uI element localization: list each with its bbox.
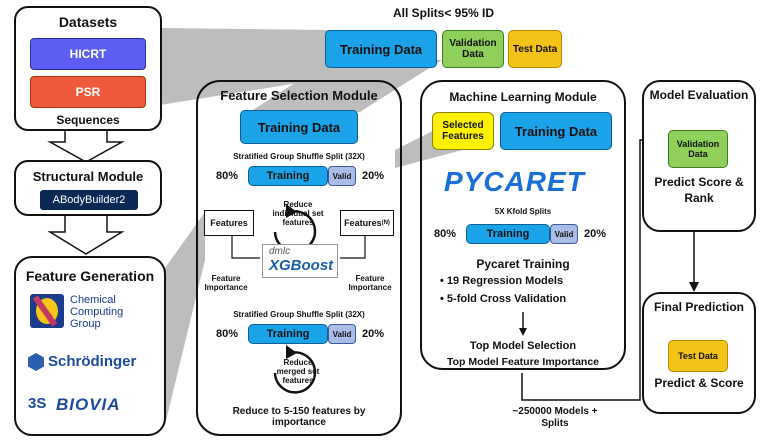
biovia-name: BIOVIA — [56, 395, 121, 414]
fs-left-line — [231, 233, 260, 259]
ml-training-data: Training Data — [500, 112, 612, 150]
split-test-data: Test Data — [508, 30, 562, 68]
fs-valid-bar: Valid — [328, 166, 356, 186]
eval-title: Model Evaluation — [649, 88, 749, 102]
datasets-down-arrow — [47, 127, 125, 163]
ccg-logo-icon — [30, 294, 64, 328]
fs-reduce-individual: Reduce individual set features — [272, 200, 324, 227]
final-text: Predict & Score — [654, 376, 744, 390]
datasets-panel: Datasets HICRT PSR Sequences — [14, 6, 162, 131]
fs-importance-left: Feature Importance — [204, 274, 248, 292]
ml-bullet-2-text: 5-fold Cross Validation — [446, 293, 567, 305]
ml-pycaret-training: Pycaret Training — [476, 257, 570, 271]
fs-features-n-sub: (N) — [381, 220, 390, 226]
splits-header: All Splits< 95% ID — [393, 6, 495, 20]
fs-training-data: Training Data — [240, 110, 358, 144]
split-validation-data: Validation Data — [442, 30, 504, 68]
dataset-psr: PSR — [30, 76, 146, 108]
circular-arrowhead-2 — [286, 345, 297, 359]
fs-importance-right: Feature Importance — [348, 274, 392, 292]
split-training-data: Training Data — [325, 30, 437, 68]
datasets-title: Datasets — [58, 14, 118, 30]
fs-features-box: Features — [204, 210, 254, 236]
ml-panel: Machine Learning Module Selected Feature… — [420, 80, 626, 370]
ml-training-bar: Training — [466, 224, 550, 244]
ml-bullet-1-text: 19 Regression Models — [446, 275, 564, 287]
structural-title: Structural Module — [32, 169, 144, 184]
circular-arrowhead-1 — [286, 204, 297, 218]
pycaret-logo-icon: PYCARET — [444, 166, 585, 197]
dataset-hicrt: HICRT — [30, 38, 146, 70]
featuregen-wedge — [165, 212, 205, 425]
ml-down-arrowhead — [519, 328, 527, 336]
ml-pct-train: 80% — [434, 228, 457, 240]
datasets-footer: Sequences — [56, 113, 120, 127]
ccg-line1: Chemical — [70, 294, 116, 306]
schrodinger-logo-icon — [28, 353, 44, 371]
fs-reduce-merged: Reduce merged set features — [276, 358, 320, 385]
training-wedge — [250, 60, 442, 112]
ml-bullet-1: • 19 Regression Models — [440, 275, 564, 287]
ml-models-count: ~250000 Models + Splits — [512, 406, 598, 429]
fs-footer: Reduce to 5-150 features by importance — [232, 406, 366, 428]
structural-down-arrow — [47, 212, 125, 255]
xgb-big: XGBoost — [269, 257, 334, 274]
abodybuilder-badge: ABodyBuilder2 — [40, 190, 138, 210]
xgb-small: dmlc — [269, 246, 291, 257]
ml-top-importance: Top Model Feature Importance — [446, 356, 600, 368]
fs-right-line — [340, 233, 366, 259]
feature-generation-panel: Feature Generation Chemical Computing Gr… — [14, 256, 166, 436]
ml-title: Machine Learning Module — [449, 90, 597, 104]
fs-features-n-box: Features(N) — [340, 210, 394, 236]
model-evaluation-panel: Model Evaluation Validation Data Predict… — [642, 80, 756, 232]
ml-valid-bar: Valid — [550, 224, 578, 244]
fs-pct-train2: 80% — [216, 328, 239, 340]
final-title: Final Prediction — [653, 300, 744, 314]
feature-generation-title: Feature Generation — [25, 268, 155, 284]
fs-title: Feature Selection Module — [220, 88, 378, 103]
ml-kfold: 5X Kfold Splits — [494, 207, 552, 216]
ccg-line3: Group — [70, 318, 101, 330]
eval-to-final-arrowhead — [689, 282, 699, 292]
fs-split-label: Stratified Group Shuffle Split (32X) — [233, 152, 365, 161]
ccg-name: Chemical Computing Group — [70, 294, 123, 330]
fs-training-bar2: Training — [248, 324, 328, 344]
final-prediction-panel: Final Prediction Test Data Predict & Sco… — [642, 292, 756, 414]
fs-pct-valid2: 20% — [362, 328, 385, 340]
schrodinger-name: Schrödinger — [48, 353, 137, 370]
ml-top-selection: Top Model Selection — [469, 340, 577, 352]
feature-selection-panel: Feature Selection Module Training Data S… — [196, 80, 402, 436]
fs-pct-train: 80% — [216, 170, 239, 182]
fs-split-label2: Stratified Group Shuffle Split (32X) — [233, 310, 365, 319]
fs-valid-bar2: Valid — [328, 324, 356, 344]
fs-features-n-label: Features — [344, 218, 382, 228]
xgboost-logo-icon: dmlc XGBoost — [262, 244, 338, 278]
ml-pct-valid: 20% — [584, 228, 607, 240]
ml-selected-features: Selected Features — [432, 112, 494, 150]
circular-arrow-2 — [273, 351, 317, 394]
ml-bullet-2: • 5-fold Cross Validation — [440, 293, 567, 305]
structural-module-panel: Structural Module ABodyBuilder2 — [14, 160, 162, 216]
eval-text: Predict Score & Rank — [654, 175, 744, 205]
ccg-line2: Computing — [70, 306, 124, 318]
final-test-data: Test Data — [668, 340, 728, 372]
eval-validation-data: Validation Data — [668, 130, 728, 168]
biovia-logo-icon: 3S — [28, 395, 47, 412]
fs-training-bar: Training — [248, 166, 328, 186]
fs-pct-valid: 20% — [362, 170, 385, 182]
